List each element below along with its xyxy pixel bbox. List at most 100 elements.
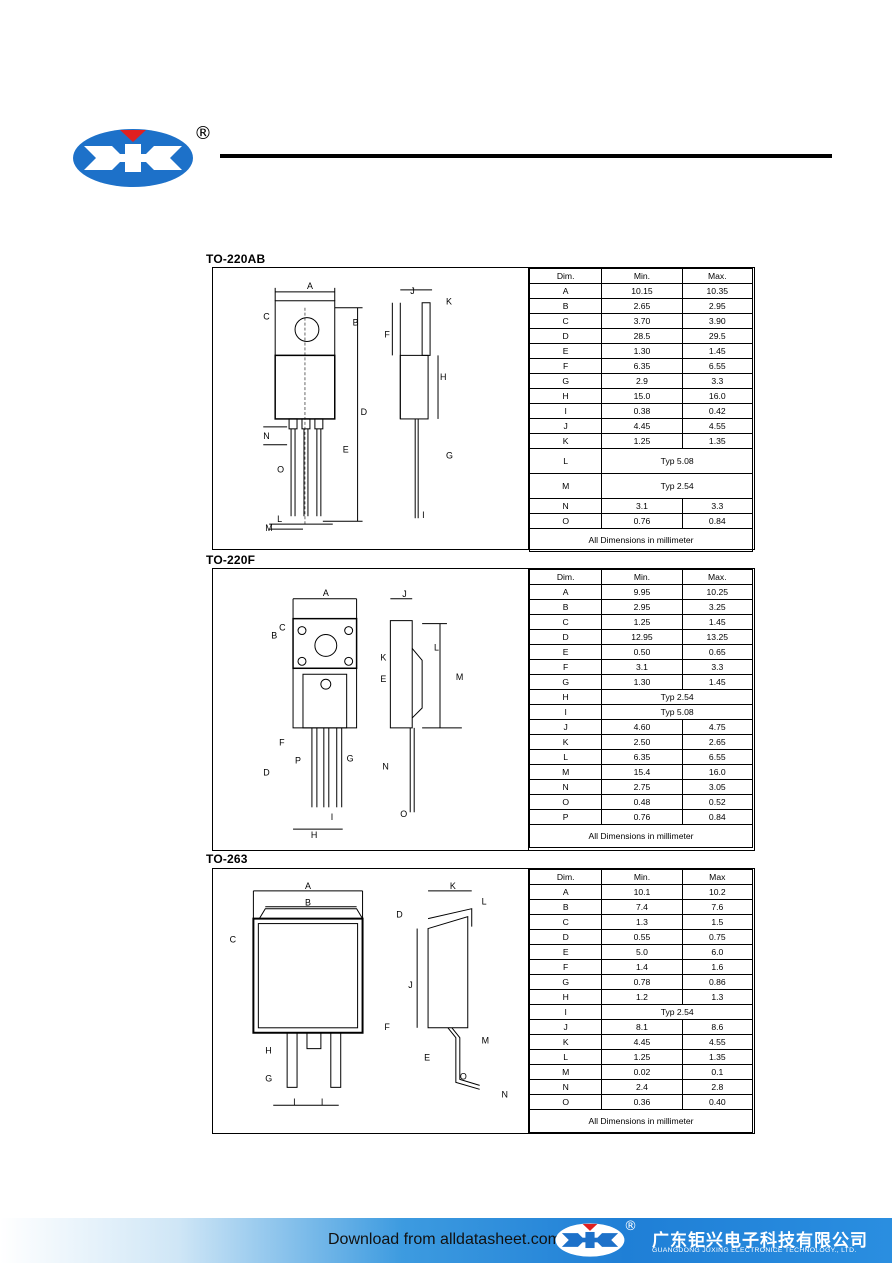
table-cell: 3.25 <box>681 599 754 615</box>
footer-banner <box>0 1218 892 1263</box>
table-cell: 0.40 <box>681 1094 754 1110</box>
dim-label-H: H <box>440 372 446 382</box>
table-cell: O <box>528 794 603 810</box>
table-cell: F <box>528 659 603 675</box>
table-cell: 1.45 <box>681 674 754 690</box>
table-cell: 15.0 <box>601 388 683 404</box>
dim-label-B: B <box>353 318 359 328</box>
table-cell: I <box>528 1004 603 1020</box>
dim-label-O: O <box>460 1071 467 1081</box>
table-cell: 9.95 <box>601 584 683 600</box>
table-footnote-row: All Dimensions in millimeter <box>529 528 753 552</box>
table-cell: E <box>528 644 603 660</box>
table-cell: C <box>528 614 603 630</box>
company-logo <box>73 129 193 187</box>
table-cell: 0.42 <box>681 403 754 419</box>
table-cell: 1.25 <box>601 1049 683 1065</box>
table-cell: 3.3 <box>681 498 754 514</box>
table-cell: 0.84 <box>681 809 754 825</box>
table-cell: L <box>528 749 603 765</box>
table-cell: 1.45 <box>681 614 754 630</box>
table-cell: 2.4 <box>601 1079 683 1095</box>
section-title-to220f: TO-220F <box>206 553 256 567</box>
table-cell: Dim. <box>528 268 603 284</box>
table-cell: Typ 5.08 <box>601 448 753 474</box>
dim-label-M: M <box>456 672 463 682</box>
table-cell: D <box>528 328 603 344</box>
table-cell: J <box>528 719 603 735</box>
table-cell: 10.1 <box>601 884 683 900</box>
table-cell: 8.6 <box>681 1019 754 1035</box>
table-cell: F <box>528 358 603 374</box>
table-cell: O <box>528 1094 603 1110</box>
table-footnote-row: All Dimensions in millimeter <box>529 824 753 848</box>
table-cell: 0.38 <box>601 403 683 419</box>
dim-label-C: C <box>263 312 270 322</box>
table-cell: 2.65 <box>681 734 754 750</box>
dim-label-G: G <box>446 451 453 461</box>
dim-label-I: I <box>422 510 424 520</box>
table-cell: 1.35 <box>681 433 754 449</box>
table-cell: 1.35 <box>681 1049 754 1065</box>
table-header-row: Dim.Min.Max. <box>528 268 754 284</box>
dim-label-E: E <box>424 1053 430 1063</box>
table-cell: I <box>528 403 603 419</box>
table-cell: H <box>528 388 603 404</box>
dim-label-L: L <box>434 642 439 652</box>
dim-label-G: G <box>265 1073 272 1083</box>
table-cell: F <box>528 959 603 975</box>
footer-registered-mark: ® <box>624 1219 637 1234</box>
table-cell: M <box>528 1064 603 1080</box>
dim-label-J: J <box>402 589 406 599</box>
download-link[interactable]: Download from alldatasheet.com <box>328 1231 562 1248</box>
table-cell: G <box>528 674 603 690</box>
table-cell: 1.3 <box>681 989 754 1005</box>
table-cell: 1.30 <box>601 674 683 690</box>
drawing-to263: A B C D E F G H I I J K L M N O <box>213 869 529 1133</box>
dim-label-A: A <box>307 281 313 291</box>
table-cell: 0.48 <box>601 794 683 810</box>
table-cell: P <box>528 809 603 825</box>
dim-label-I: I <box>293 1097 295 1107</box>
table-cell: Max <box>681 869 754 885</box>
table-cell: 1.25 <box>601 614 683 630</box>
table-cell: Dim. <box>528 569 603 585</box>
table-cell: M <box>528 764 603 780</box>
table-cell: N <box>528 498 603 514</box>
table-cell: 6.0 <box>681 944 754 960</box>
table-cell: 15.4 <box>601 764 683 780</box>
dim-label-L: L <box>277 514 282 524</box>
dim-label-A: A <box>323 588 329 598</box>
table-cell: 0.84 <box>681 513 754 529</box>
table-cell: 3.90 <box>681 313 754 329</box>
dim-label-K: K <box>446 297 452 307</box>
dim-label-G: G <box>347 754 354 764</box>
table-cell: 0.1 <box>681 1064 754 1080</box>
table-cell: 28.5 <box>601 328 683 344</box>
table-cell: 2.75 <box>601 779 683 795</box>
table-cell: 29.5 <box>681 328 754 344</box>
dim-label-B: B <box>305 898 311 908</box>
table-cell: 1.3 <box>601 914 683 930</box>
table-cell: 3.70 <box>601 313 683 329</box>
dim-label-F: F <box>384 330 390 340</box>
dim-label-H: H <box>265 1046 271 1056</box>
table-footnote-row: All Dimensions in millimeter <box>529 1109 753 1133</box>
table-cell: 10.25 <box>681 584 754 600</box>
table-cell: 1.4 <box>601 959 683 975</box>
